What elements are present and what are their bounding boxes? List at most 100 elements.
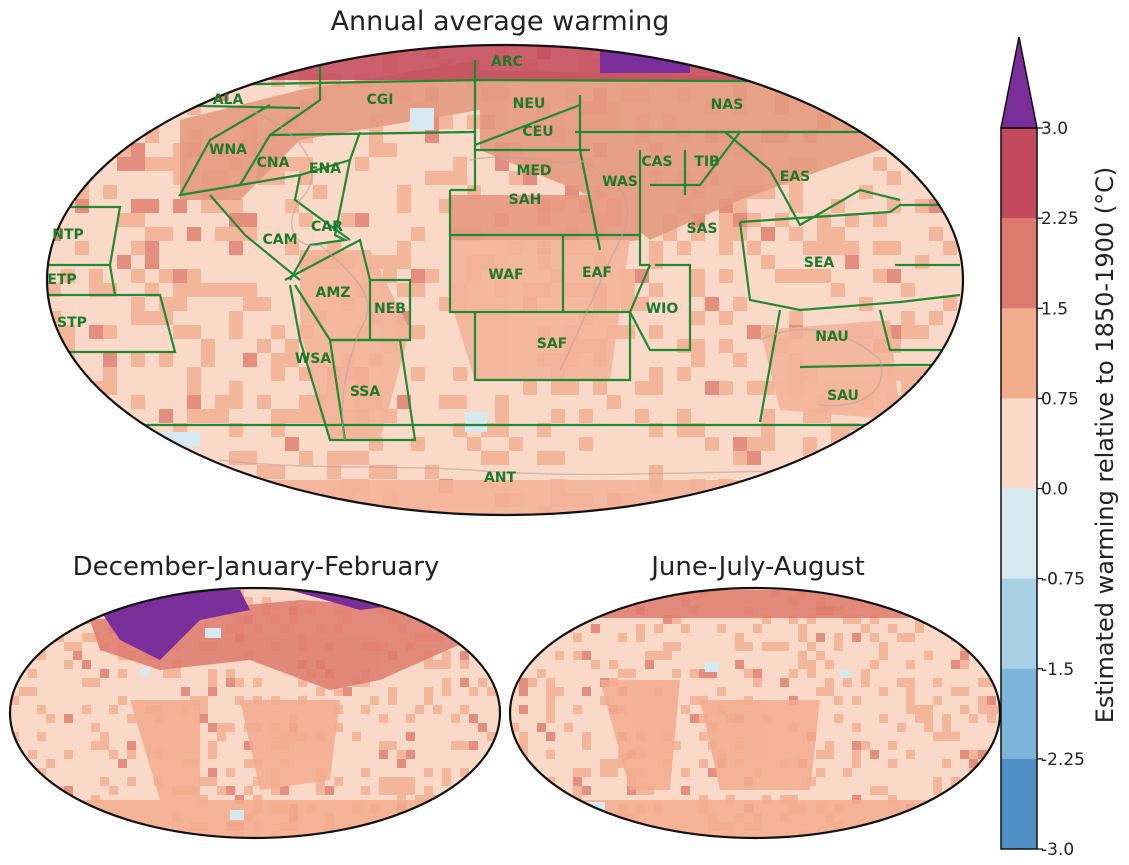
warming-cell bbox=[46, 804, 55, 813]
warming-cell bbox=[433, 615, 442, 624]
warming-cell bbox=[46, 588, 55, 597]
warming-cell bbox=[803, 493, 817, 507]
warming-cell bbox=[528, 813, 537, 822]
warming-cell bbox=[253, 795, 262, 804]
warming-cell bbox=[789, 185, 803, 199]
warming-cell bbox=[187, 479, 201, 493]
warming-cell bbox=[243, 451, 257, 465]
warming-cell bbox=[406, 714, 415, 723]
warming-cell bbox=[780, 678, 789, 687]
warming-cell bbox=[957, 129, 963, 143]
warming-cell bbox=[803, 465, 817, 479]
warming-cell bbox=[551, 381, 565, 395]
warming-cell bbox=[528, 597, 537, 606]
warming-cell bbox=[460, 588, 469, 597]
warming-cell bbox=[355, 213, 369, 227]
warming-cell bbox=[861, 624, 870, 633]
warming-cell bbox=[28, 669, 37, 678]
warming-cell bbox=[960, 804, 969, 813]
warming-cell bbox=[873, 241, 887, 255]
warming-cell bbox=[469, 786, 478, 795]
warming-cell bbox=[691, 353, 705, 367]
warming-cell bbox=[131, 45, 145, 59]
region-label-med: MED bbox=[516, 163, 551, 179]
warming-cell bbox=[565, 381, 579, 395]
warming-cell bbox=[46, 786, 55, 795]
warming-cell bbox=[546, 687, 555, 696]
warming-cell bbox=[89, 325, 103, 339]
warming-cell bbox=[906, 633, 915, 642]
warming-cell bbox=[453, 395, 467, 409]
warming-cell bbox=[131, 269, 145, 283]
warming-cell bbox=[379, 741, 388, 750]
warming-cell bbox=[803, 437, 817, 451]
warming-cell bbox=[75, 479, 89, 493]
colorbar-band bbox=[1001, 398, 1037, 489]
warming-cell bbox=[733, 59, 747, 73]
warming-cell bbox=[951, 831, 960, 838]
warming-cell bbox=[257, 507, 271, 515]
warming-cell bbox=[451, 741, 460, 750]
warming-cell bbox=[285, 157, 299, 171]
region-label-cna: CNA bbox=[257, 155, 290, 171]
warming-cell bbox=[719, 339, 733, 353]
warming-cell bbox=[397, 777, 406, 786]
warming-cell bbox=[201, 283, 215, 297]
warming-cell bbox=[627, 822, 636, 831]
warming-cell bbox=[159, 87, 173, 101]
warming-cell bbox=[555, 651, 564, 660]
main-map-border bbox=[45, 43, 965, 517]
region-label-stp: STP bbox=[57, 315, 87, 331]
warming-cell bbox=[551, 451, 565, 465]
warming-cell bbox=[831, 227, 845, 241]
warming-cell bbox=[888, 759, 897, 768]
warming-cell bbox=[61, 143, 75, 157]
warming-cell bbox=[187, 367, 201, 381]
warming-cell bbox=[397, 283, 411, 297]
warming-cell bbox=[775, 269, 789, 283]
warming-cell bbox=[388, 786, 397, 795]
region-label-neu: NEU bbox=[513, 96, 546, 112]
warming-cell bbox=[510, 813, 519, 822]
warming-cell bbox=[699, 714, 708, 723]
warming-cell bbox=[519, 651, 528, 660]
warming-cell bbox=[433, 804, 442, 813]
warming-cell bbox=[37, 633, 46, 642]
warming-cell bbox=[555, 795, 564, 804]
warming-cell bbox=[528, 777, 537, 786]
warming-cell bbox=[100, 732, 109, 741]
warming-cell bbox=[807, 669, 816, 678]
warming-cell bbox=[924, 804, 933, 813]
warming-cell bbox=[957, 157, 963, 171]
warming-cell bbox=[649, 507, 663, 515]
warming-cell bbox=[64, 786, 73, 795]
warming-cell bbox=[951, 777, 960, 786]
warming-cell bbox=[677, 367, 691, 381]
warming-cell bbox=[28, 813, 37, 822]
warming-cell bbox=[987, 696, 996, 705]
warming-cell bbox=[55, 606, 64, 615]
warming-cell bbox=[379, 588, 388, 597]
warming-cell bbox=[987, 777, 996, 786]
warming-cell bbox=[442, 678, 451, 687]
warming-cell bbox=[789, 493, 803, 507]
warming-cell bbox=[887, 269, 901, 283]
warming-cell bbox=[762, 615, 771, 624]
warming-cell bbox=[789, 269, 803, 283]
colorbar-extend-arrow bbox=[1000, 36, 1038, 129]
warming-cell bbox=[341, 451, 355, 465]
warming-cell bbox=[887, 59, 901, 73]
warming-cell bbox=[789, 507, 803, 515]
warming-cell bbox=[897, 678, 906, 687]
warming-cell bbox=[61, 171, 75, 185]
warming-cell bbox=[187, 381, 201, 395]
warming-cell bbox=[645, 831, 654, 838]
warming-cell bbox=[933, 678, 942, 687]
warming-cell bbox=[649, 465, 663, 479]
warming-cell bbox=[933, 732, 942, 741]
warming-cell bbox=[621, 325, 635, 339]
warming-cell bbox=[677, 409, 691, 423]
warming-cell bbox=[906, 687, 915, 696]
warming-cell bbox=[208, 678, 217, 687]
warming-cell bbox=[551, 409, 565, 423]
